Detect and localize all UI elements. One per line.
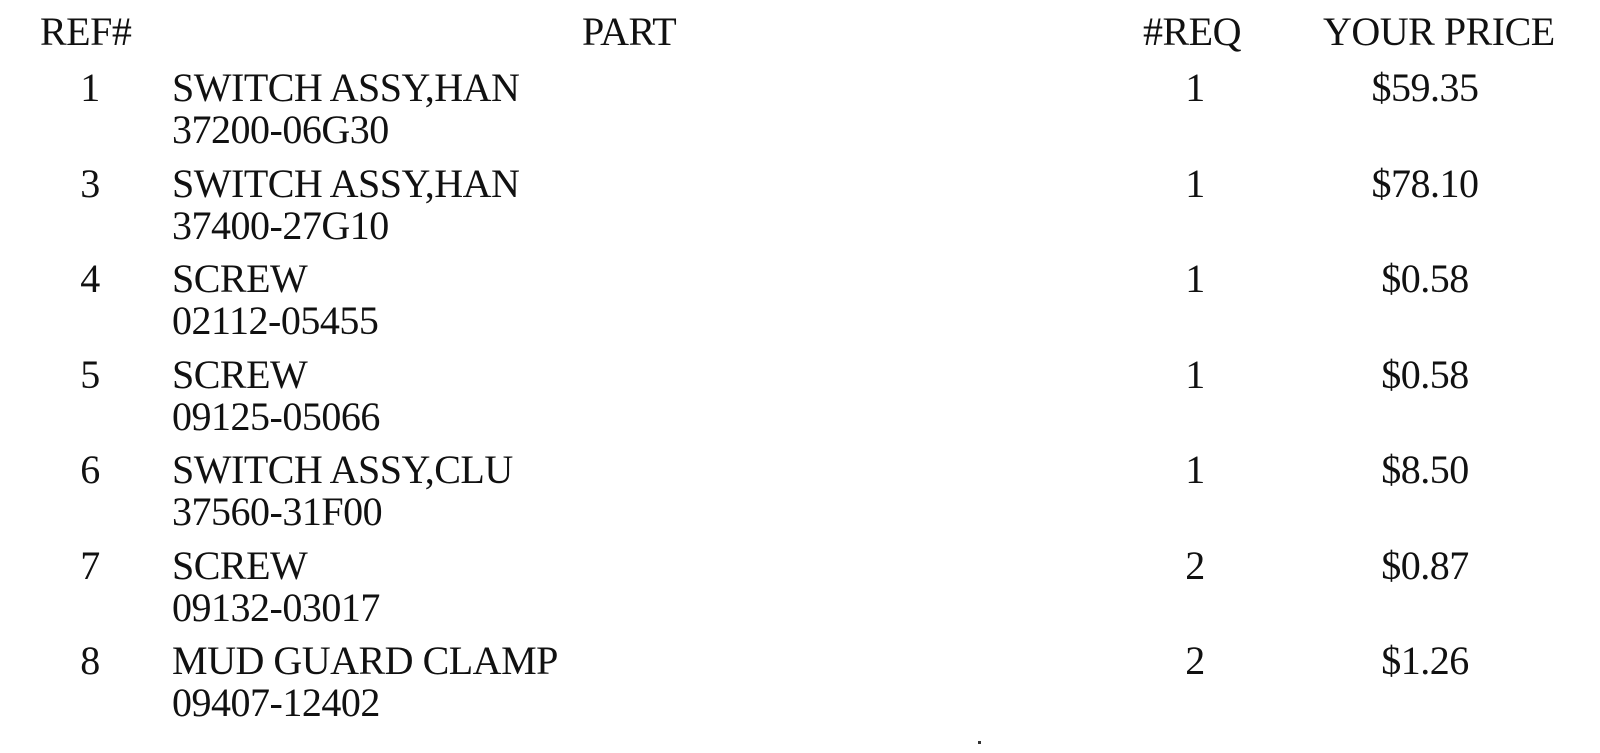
req-cell: 2: [1185, 543, 1205, 588]
part-name-cell: SWITCH ASSY,CLU: [172, 447, 513, 492]
part-number-cell: 02112-05455: [172, 298, 379, 343]
ref-cell: 3: [80, 161, 100, 206]
req-cell: 1: [1185, 256, 1205, 301]
price-cell: $0.58: [1381, 256, 1469, 301]
req-cell: 1: [1185, 161, 1205, 206]
price-cell: $8.50: [1381, 447, 1469, 492]
req-cell: 1: [1185, 447, 1205, 492]
part-name-cell: SWITCH ASSY,HAN: [172, 65, 520, 110]
price-cell: $1.26: [1381, 638, 1469, 683]
header-req: #REQ: [1143, 9, 1242, 54]
part-number-cell: 37200-06G30: [172, 107, 389, 152]
price-cell: $78.10: [1371, 161, 1480, 206]
ref-cell: 8: [80, 638, 100, 683]
req-cell: 1: [1185, 65, 1205, 110]
part-number-cell: 09125-05066: [172, 394, 380, 439]
part-name-cell: SWITCH ASSY,HAN: [172, 161, 520, 206]
header-price: YOUR PRICE: [1323, 9, 1555, 54]
ref-cell: 4: [80, 256, 100, 301]
ref-cell: 7: [80, 543, 100, 588]
part-number-cell: 37560-31F00: [172, 489, 383, 534]
part-name-cell: MUD GUARD CLAMP: [172, 638, 558, 683]
price-cell: $0.87: [1381, 543, 1469, 588]
price-cell: $0.58: [1381, 352, 1469, 397]
req-cell: 2: [1185, 638, 1205, 683]
part-number-cell: 37400-27G10: [172, 203, 389, 248]
req-cell: 1: [1185, 352, 1205, 397]
table-row: 6 SWITCH ASSY,CLU 37560-31F00 1 $8.50: [0, 448, 1600, 544]
part-number-cell: 09132-03017: [172, 585, 380, 630]
part-name-cell: SCREW: [172, 256, 308, 301]
ref-cell: 5: [80, 352, 100, 397]
table-row: 8 MUD GUARD CLAMP 09407-12402 2 $1.26: [0, 639, 1600, 735]
price-cell: $59.35: [1371, 65, 1480, 110]
header-ref: REF#: [40, 9, 132, 54]
stray-dot: [978, 741, 981, 744]
table-row: 1 SWITCH ASSY,HAN 37200-06G30 1 $59.35: [0, 66, 1600, 162]
part-name-cell: SCREW: [172, 543, 308, 588]
part-number-cell: 09407-12402: [172, 680, 380, 725]
table-row: 4 SCREW 02112-05455 1 $0.58: [0, 257, 1600, 353]
table-row: 5 SCREW 09125-05066 1 $0.58: [0, 353, 1600, 449]
table-row: 3 SWITCH ASSY,HAN 37400-27G10 1 $78.10: [0, 162, 1600, 258]
table-row: 7 SCREW 09132-03017 2 $0.87: [0, 544, 1600, 640]
header-part: PART: [582, 9, 677, 54]
table-header: REF# PART #REQ YOUR PRICE: [0, 8, 1600, 56]
part-name-cell: SCREW: [172, 352, 308, 397]
ref-cell: 1: [80, 65, 100, 110]
ref-cell: 6: [80, 447, 100, 492]
